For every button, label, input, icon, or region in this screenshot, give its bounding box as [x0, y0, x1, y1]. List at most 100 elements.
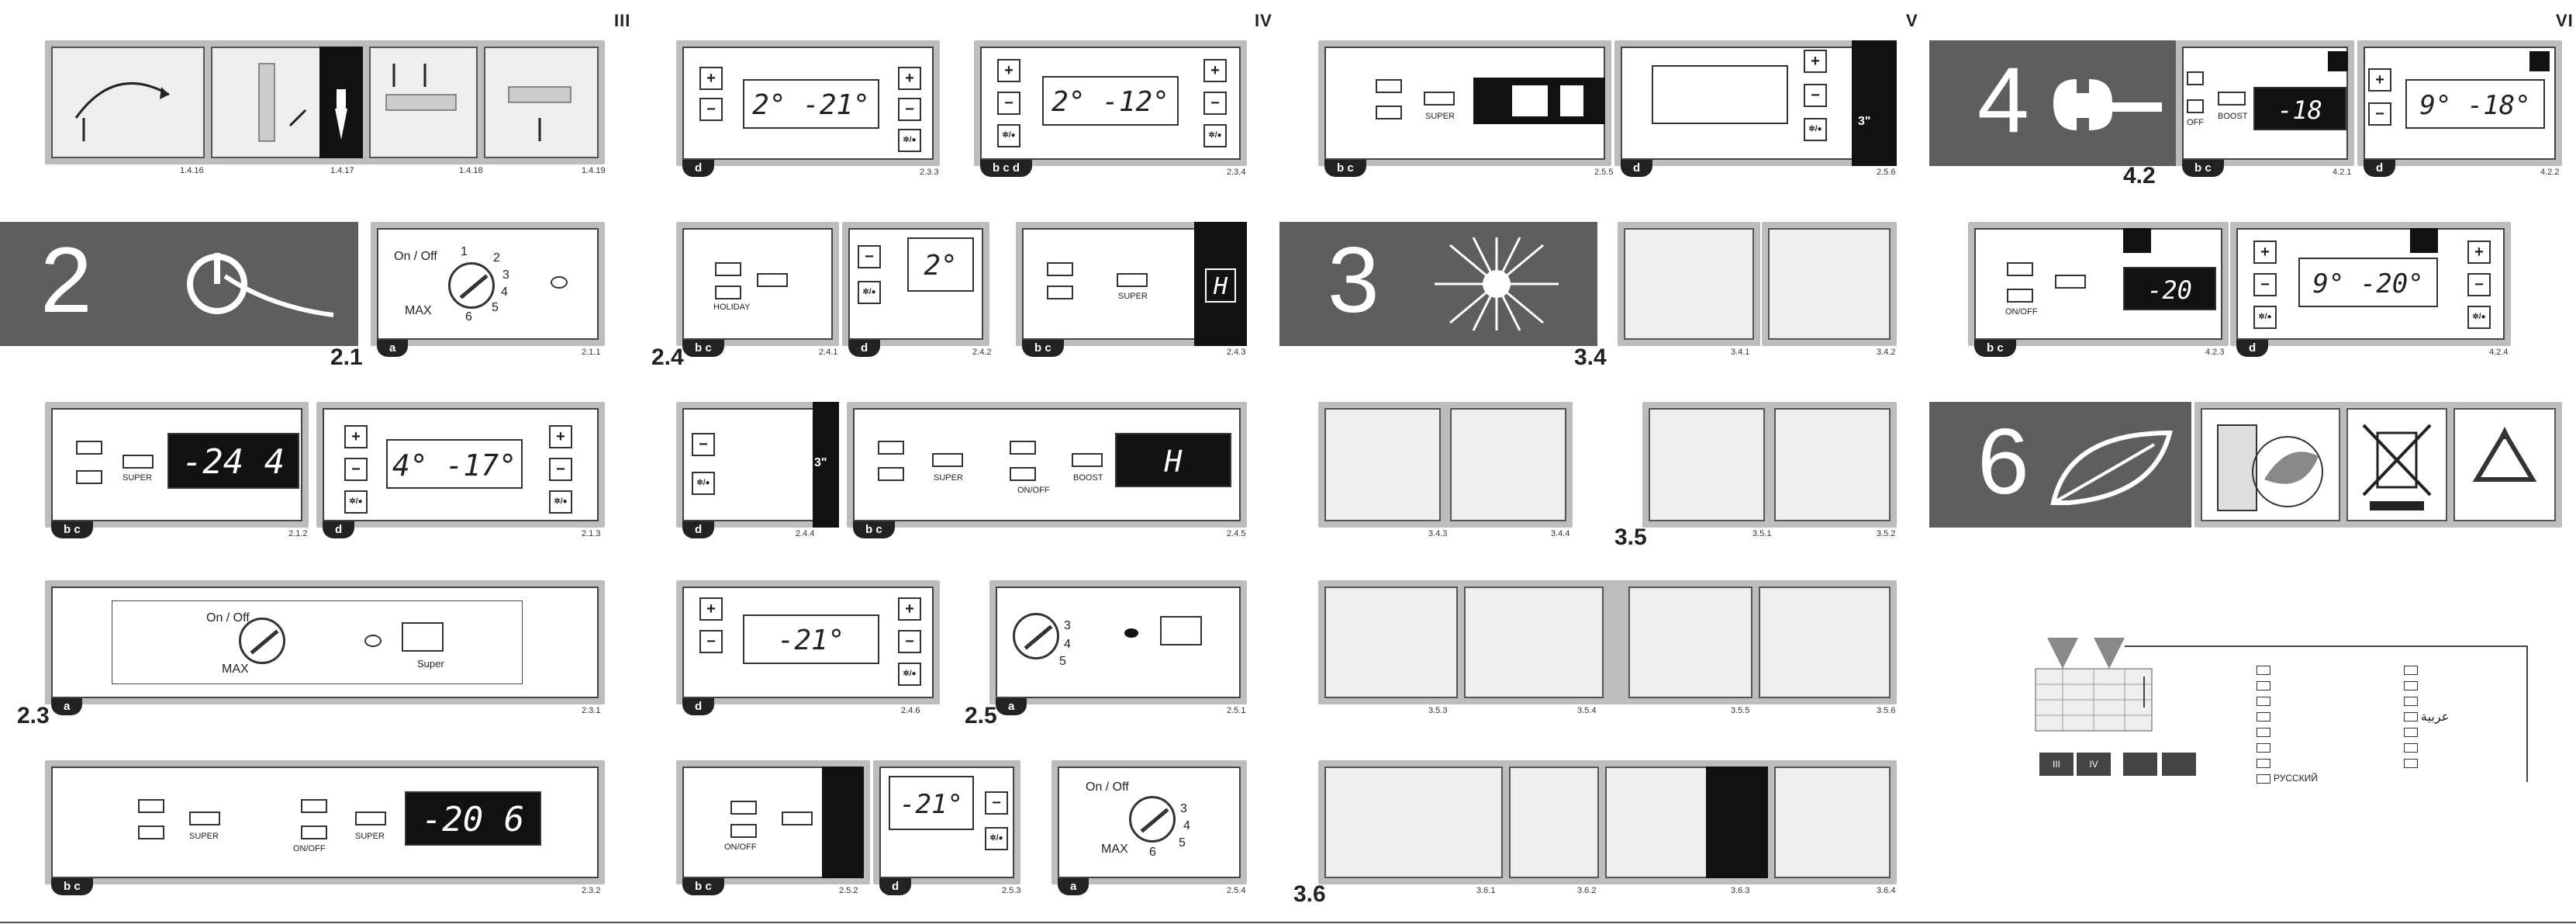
minus-button[interactable]: −: [2253, 273, 2277, 296]
fan-light-button[interactable]: ✲/●: [692, 472, 715, 495]
lang-checkbox[interactable]: [2404, 728, 2418, 737]
fan-light-button[interactable]: ✲/●: [898, 663, 921, 686]
minus-button[interactable]: [76, 470, 102, 484]
plus-button[interactable]: [138, 799, 164, 813]
plus-button[interactable]: +: [344, 425, 368, 448]
plus-button[interactable]: [878, 441, 904, 455]
minus-button-right[interactable]: −: [1203, 92, 1227, 115]
holiday-button[interactable]: [757, 273, 788, 287]
minus-button-right[interactable]: −: [898, 630, 921, 653]
fan-light-button[interactable]: ✲/●: [985, 827, 1008, 850]
plus-button[interactable]: +: [699, 67, 723, 90]
super-button[interactable]: [1117, 273, 1148, 287]
minus-button[interactable]: [1047, 286, 1073, 299]
fan-light-button[interactable]: ✲/●: [1804, 118, 1827, 141]
fan-light-button[interactable]: ✲/●: [2253, 306, 2277, 329]
holiday-button[interactable]: [782, 812, 813, 825]
plus-button-right[interactable]: +: [2467, 241, 2491, 264]
timer-panel: 3": [1852, 40, 1897, 166]
plus-button[interactable]: [1047, 262, 1073, 276]
temperature-dial[interactable]: [1129, 796, 1176, 843]
plus-button-right[interactable]: +: [898, 597, 921, 621]
minus-button[interactable]: [138, 825, 164, 839]
lang-checkbox[interactable]: [2257, 759, 2270, 768]
minus-button[interactable]: −: [699, 98, 723, 121]
minus-button[interactable]: −: [1804, 84, 1827, 107]
lang-checkbox[interactable]: [2257, 712, 2270, 722]
temperature-dial[interactable]: [448, 262, 495, 309]
fan-light-button[interactable]: ✲/●: [898, 129, 921, 152]
fan-light-button[interactable]: ✲/●: [997, 124, 1020, 147]
lang-checkbox[interactable]: [2404, 743, 2418, 753]
dial-num-4: 4: [501, 286, 508, 299]
lang-checkbox[interactable]: [2257, 697, 2270, 706]
minus-button[interactable]: −: [985, 791, 1008, 815]
fig-1417: 1.4.17: [330, 166, 354, 175]
minus-button[interactable]: [878, 467, 904, 481]
minus-button-right[interactable]: −: [549, 458, 572, 481]
minus-button[interactable]: −: [2368, 102, 2391, 126]
lang-checkbox[interactable]: [2257, 666, 2270, 675]
plus-button[interactable]: [2007, 262, 2033, 276]
lang-checkbox-arabic[interactable]: [2404, 712, 2418, 722]
lang-checkbox[interactable]: [2404, 681, 2418, 690]
super-button[interactable]: [932, 453, 963, 467]
fan-light-button[interactable]: ✲/●: [858, 281, 881, 304]
fig-246: 2.4.6: [901, 706, 920, 715]
minus-button[interactable]: −: [699, 630, 723, 653]
fan-light-button-right[interactable]: ✲/●: [1203, 124, 1227, 147]
plus-button[interactable]: [301, 799, 327, 813]
sound-icon: [2529, 51, 2550, 71]
minus-button-right[interactable]: −: [2467, 273, 2491, 296]
minus-button[interactable]: −: [858, 245, 881, 268]
minus-button[interactable]: [2187, 99, 2204, 113]
plus-button-right[interactable]: +: [1203, 59, 1227, 82]
minus-button[interactable]: [2007, 289, 2033, 303]
super-button[interactable]: [355, 812, 386, 825]
minus-button[interactable]: [730, 824, 757, 838]
super-button[interactable]: [189, 812, 220, 825]
plus-button[interactable]: +: [2253, 241, 2277, 264]
plus-button[interactable]: +: [997, 59, 1020, 82]
panel-424: + − ✲/● 9° -20° + − ✲/● d: [2230, 222, 2511, 357]
temperature-dial[interactable]: [1013, 613, 1059, 659]
lang-checkbox[interactable]: [2404, 666, 2418, 675]
plus-button[interactable]: [76, 441, 102, 455]
minus-button[interactable]: [715, 286, 741, 299]
plus-button[interactable]: [2187, 71, 2204, 85]
minus-button[interactable]: −: [344, 458, 368, 481]
plus-button[interactable]: +: [1804, 50, 1827, 73]
lang-checkbox[interactable]: [2257, 743, 2270, 753]
lang-checkbox[interactable]: [2404, 759, 2418, 768]
minus-button[interactable]: −: [997, 92, 1020, 115]
minus-button[interactable]: [1376, 106, 1402, 119]
plus-button-right[interactable]: +: [898, 67, 921, 90]
boost-button[interactable]: [2218, 92, 2246, 106]
lang-checkbox[interactable]: [2257, 728, 2270, 737]
fan-light-button-right[interactable]: ✲/●: [549, 490, 572, 514]
super-button[interactable]: [1160, 616, 1202, 645]
plus-button-right[interactable]: +: [549, 425, 572, 448]
lang-checkbox[interactable]: [2404, 697, 2418, 706]
plus-button[interactable]: +: [699, 597, 723, 621]
plus-button[interactable]: [1376, 79, 1402, 93]
super-button[interactable]: [1424, 92, 1455, 106]
boost-button[interactable]: [2055, 275, 2086, 289]
boost-button[interactable]: [1072, 453, 1103, 467]
plus-button[interactable]: +: [2368, 68, 2391, 92]
super-button[interactable]: [402, 622, 444, 652]
plus-button[interactable]: [1010, 441, 1036, 455]
temperature-dial[interactable]: [239, 618, 285, 664]
photo-342: [1762, 222, 1897, 346]
fan-light-button[interactable]: ✲/●: [344, 490, 368, 514]
plus-button[interactable]: [715, 262, 741, 276]
plus-button[interactable]: [730, 801, 757, 815]
minus-button[interactable]: [1010, 467, 1036, 481]
minus-button-right[interactable]: −: [898, 98, 921, 121]
lang-checkbox-russian[interactable]: [2257, 774, 2270, 784]
lang-checkbox[interactable]: [2257, 681, 2270, 690]
super-button[interactable]: [123, 455, 154, 469]
fan-light-button-right[interactable]: ✲/●: [2467, 306, 2491, 329]
minus-button[interactable]: [301, 825, 327, 839]
minus-button[interactable]: −: [692, 433, 715, 456]
